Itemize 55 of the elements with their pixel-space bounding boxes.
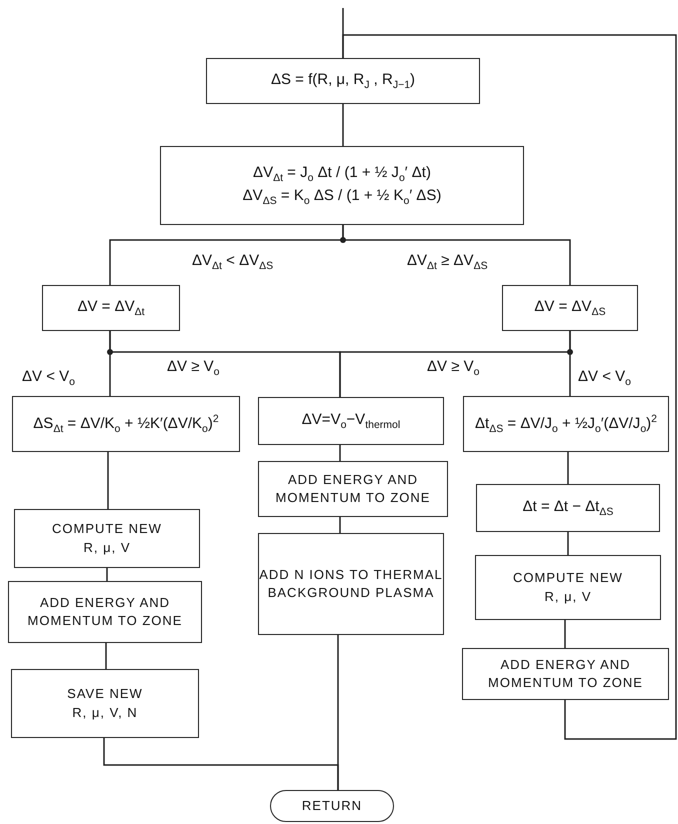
node-text: Δt$_{ΔS}$ = ΔV/J$_{o}$ + ½J$_{o}$′(ΔV/J$_{o}$)$^{2}$	[475, 412, 657, 436]
node-text: ΔS = f(R, μ, R$_{J}$ , R$_{J−1}$)	[270, 70, 416, 92]
edge-label: ΔV$_{Δt}$ < ΔV$_{ΔS}$	[190, 252, 276, 272]
edge-label: ΔV < V$_{o}$	[20, 368, 77, 388]
terminal-node	[270, 790, 394, 822]
process-box	[463, 396, 669, 452]
connector-line	[567, 452, 569, 484]
process-box	[258, 533, 444, 635]
node-text: ΔS$_{Δt}$ = ΔV/K$_{o}$ + ½K′(ΔV/K$_{o}$)$^{2}$	[33, 412, 219, 436]
process-box	[462, 648, 669, 700]
edge-label: ΔV ≥ V$_{o}$	[425, 358, 482, 378]
node-text: R, μ, V, N	[72, 704, 138, 722]
node-text: ΔV = ΔV$_{Δt}$	[77, 296, 145, 320]
connector-line	[107, 452, 109, 509]
node-text: Δt = Δt − Δt$_{ΔS}$	[522, 496, 614, 520]
process-box	[502, 285, 638, 331]
connector-line	[337, 635, 339, 790]
process-box	[11, 669, 199, 738]
node-text: ΔV = ΔV$_{ΔS}$	[534, 296, 606, 320]
node-text: RETURN	[302, 796, 362, 815]
connector-line	[342, 225, 571, 285]
connector-line	[105, 643, 107, 669]
connector-line	[567, 532, 569, 555]
process-box	[206, 58, 480, 104]
edge-label: ΔV ≥ V$_{o}$	[165, 358, 222, 378]
node-text: ADD ENERGY AND MOMENTUM TO ZONE	[487, 656, 644, 692]
connector-line	[339, 517, 341, 533]
node-text: ΔV=V$_{o}$−V$_{thermol}$	[302, 410, 400, 432]
node-text: R, μ, V	[84, 538, 130, 556]
process-box	[476, 484, 660, 532]
node-text: COMPUTE NEW	[52, 520, 162, 538]
connector-line	[342, 104, 344, 146]
connector-line	[342, 34, 677, 740]
process-box	[160, 146, 524, 225]
connector-line	[339, 445, 341, 461]
process-box	[475, 555, 661, 620]
process-box	[42, 285, 180, 331]
node-text: ADD ENERGY AND MOMENTUM TO ZONE	[26, 594, 184, 630]
node-text: SAVE NEW	[67, 685, 143, 704]
node-text: ADD ENERGY AND MOMENTUM TO ZONE	[274, 470, 432, 507]
node-text: ADD N IONS TO THERMAL BACKGROUND PLASMA	[259, 566, 443, 602]
connector-line	[564, 620, 566, 648]
edge-label: ΔV < V$_{o}$	[576, 368, 633, 388]
connector-line	[106, 568, 108, 581]
process-box	[12, 396, 240, 452]
node-text: COMPUTE NEW	[513, 569, 623, 588]
connector-line	[569, 331, 571, 396]
node-text: R, μ, V	[544, 588, 592, 606]
node-text: ΔV$_{Δt}$ = J$_{o}$ Δt / (1 + ½ J$_{o}$′ Δt)	[253, 163, 431, 186]
edge-label: ΔV$_{Δt}$ ≥ ΔV$_{ΔS}$	[405, 252, 490, 272]
process-box	[14, 509, 200, 568]
process-box	[8, 581, 202, 643]
node-text: ΔV$_{ΔS}$ = K$_{o}$ ΔS / (1 + ½ K$_{o}$′ ΔS)	[242, 186, 442, 208]
process-box	[258, 461, 448, 517]
process-box	[258, 397, 444, 445]
